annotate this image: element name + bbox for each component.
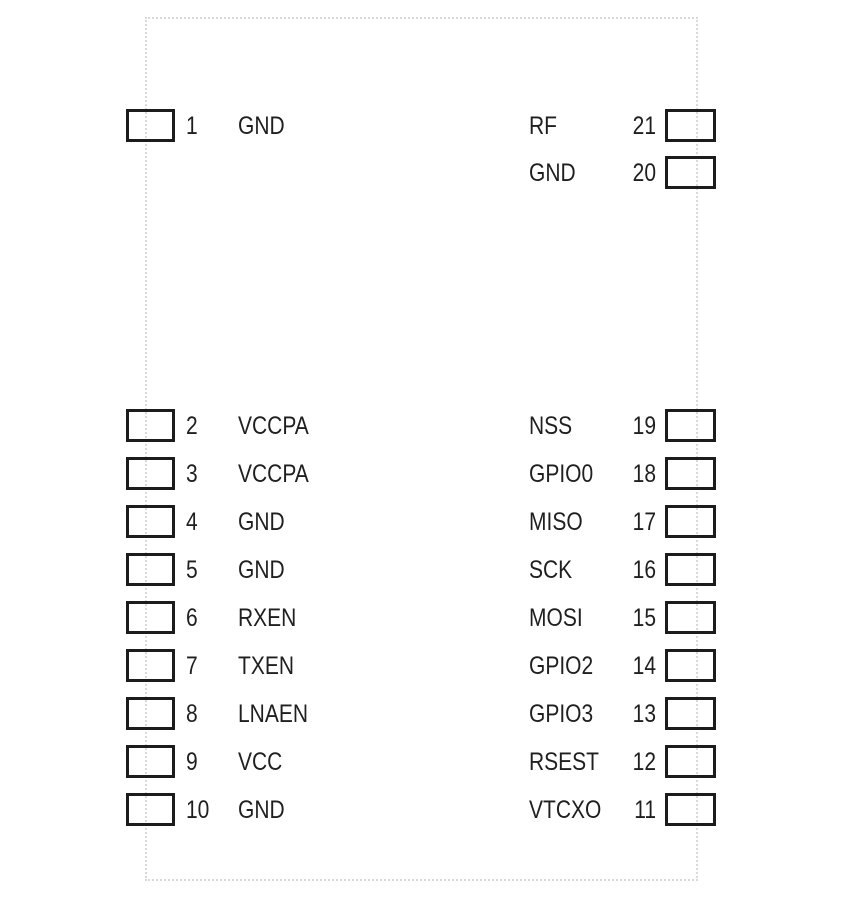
pin-number: 15 [632, 604, 656, 632]
pin-label: VTCXO [529, 796, 602, 824]
pin-number: 5 [186, 556, 198, 584]
pin-label: SCK [529, 556, 573, 584]
pin-box [665, 649, 716, 682]
pin-label: GPIO2 [529, 652, 594, 680]
pin-number: 3 [186, 460, 198, 488]
pin-row: 16 SCK [0, 553, 864, 587]
pin-row: 5 GND [0, 553, 864, 587]
pin-number: 4 [186, 508, 198, 536]
pin-row: 11 VTCXO [0, 793, 864, 827]
pin-row: 1 GND [0, 109, 864, 143]
pin-box [665, 109, 716, 142]
pin-number: 1 [186, 112, 198, 140]
pin-label: VCCPA [238, 460, 309, 488]
pin-number: 14 [632, 652, 656, 680]
pin-label: GND [238, 556, 285, 584]
pin-box [665, 156, 716, 189]
pin-number: 13 [632, 700, 656, 728]
pin-box [665, 745, 716, 778]
pin-label: GPIO0 [529, 460, 594, 488]
pin-row: 13 GPIO3 [0, 697, 864, 731]
pin-box [665, 409, 716, 442]
pin-number: 17 [632, 508, 656, 536]
pin-row: 14 GPIO2 [0, 649, 864, 683]
pin-label: GND [238, 796, 285, 824]
pin-row: 10 GND [0, 793, 864, 827]
pin-row: 12 RSEST [0, 745, 864, 779]
pin-number: 9 [186, 748, 198, 776]
pin-row: 8 LNAEN [0, 697, 864, 731]
pin-label: GPIO3 [529, 700, 594, 728]
pin-box [126, 505, 175, 538]
pin-label: NSS [529, 412, 573, 440]
pin-row: 19 NSS [0, 409, 864, 443]
pin-box [665, 553, 716, 586]
pin-row: 15 MOSI [0, 601, 864, 635]
pin-label: VCCPA [238, 412, 309, 440]
pin-number: 8 [186, 700, 198, 728]
pin-box [665, 601, 716, 634]
pin-number: 12 [632, 748, 656, 776]
pin-box [665, 793, 716, 826]
pin-row: 7 TXEN [0, 649, 864, 683]
pin-box [126, 649, 175, 682]
pin-box [665, 457, 716, 490]
pin-number: 21 [632, 112, 656, 140]
pin-number: 2 [186, 412, 198, 440]
pin-box [126, 109, 175, 142]
pin-box [126, 697, 175, 730]
pin-label: RF [529, 112, 557, 140]
pin-row: 6 RXEN [0, 601, 864, 635]
pin-label: RSEST [529, 748, 600, 776]
pin-box [126, 409, 175, 442]
pin-row: 3 VCCPA [0, 457, 864, 491]
pin-label: GND [238, 508, 285, 536]
pin-row: 4 GND [0, 505, 864, 539]
module-outline [145, 17, 698, 881]
pin-label: GND [529, 159, 576, 187]
pin-label: TXEN [238, 652, 295, 680]
pin-number: 6 [186, 604, 198, 632]
pin-row: 21 RF [0, 109, 864, 143]
pin-box [126, 601, 175, 634]
pin-box [126, 553, 175, 586]
pin-label: GND [238, 112, 285, 140]
pin-number: 7 [186, 652, 198, 680]
pin-number: 16 [632, 556, 656, 584]
pin-number: 11 [634, 796, 656, 824]
pin-row: 17 MISO [0, 505, 864, 539]
pin-row: 18 GPIO0 [0, 457, 864, 491]
pin-number: 18 [632, 460, 656, 488]
pin-label: MOSI [529, 604, 583, 632]
pin-number: 19 [632, 412, 656, 440]
pin-box [665, 697, 716, 730]
pin-label: LNAEN [238, 700, 309, 728]
pin-row: 2 VCCPA [0, 409, 864, 443]
pin-box [665, 505, 716, 538]
pin-label: VCC [238, 748, 283, 776]
pin-box [126, 793, 175, 826]
pin-number: 20 [632, 159, 656, 187]
pin-box [126, 457, 175, 490]
pin-row: 9 VCC [0, 745, 864, 779]
pin-row: 20 GND [0, 156, 864, 190]
pin-label: RXEN [238, 604, 297, 632]
pin-box [126, 745, 175, 778]
pin-label: MISO [529, 508, 583, 536]
pin-number: 10 [186, 796, 210, 824]
